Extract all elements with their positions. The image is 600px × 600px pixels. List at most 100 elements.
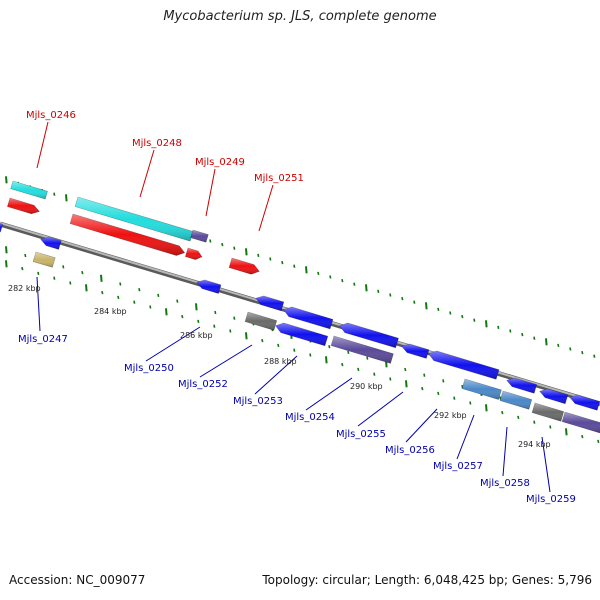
major-tick	[65, 194, 68, 202]
gene-label-reverse[interactable]: Mjls_0255	[336, 429, 386, 440]
gene-feature-cog[interactable]	[461, 378, 502, 400]
minor-tick	[509, 329, 512, 333]
major-tick	[405, 380, 408, 388]
gene-label-reverse[interactable]: Mjls_0254	[285, 412, 335, 423]
label-leaders	[36, 121, 551, 493]
minor-tick	[389, 293, 392, 297]
gene-feature-reverse[interactable]	[339, 322, 399, 349]
major-tick	[245, 332, 248, 340]
leader-line	[36, 121, 49, 169]
minor-tick	[293, 348, 296, 352]
minor-tick	[437, 307, 440, 312]
major-tick	[325, 356, 328, 364]
gene-feature-reverse[interactable]	[0, 223, 4, 233]
leader-line	[258, 184, 274, 232]
gene-label-forward[interactable]: Mjls_0249	[195, 157, 245, 168]
minor-tick	[281, 260, 284, 265]
gene-feature-forward[interactable]	[7, 197, 40, 215]
major-tick	[100, 274, 103, 282]
gene-label-reverse[interactable]: Mjls_0258	[480, 478, 530, 489]
gene-label-forward[interactable]: Mjls_0251	[254, 173, 304, 184]
minor-tick	[133, 300, 136, 304]
minor-tick	[377, 289, 380, 294]
gene-feature-reverse[interactable]	[196, 279, 222, 294]
gene-feature-cog[interactable]	[10, 180, 48, 200]
gene-feature-reverse[interactable]	[539, 388, 569, 405]
major-tick	[425, 302, 428, 310]
gene-label-reverse[interactable]: Mjls_0259	[526, 494, 576, 505]
gene-feature-cog[interactable]	[74, 196, 194, 242]
gene-feature-reverse[interactable]	[275, 322, 329, 347]
major-tick	[545, 338, 548, 346]
leader-line	[541, 436, 551, 493]
minor-tick	[233, 316, 236, 320]
minor-tick	[214, 310, 217, 315]
minor-tick	[277, 343, 280, 348]
major-tick	[5, 176, 8, 184]
gene-feature-reverse[interactable]	[283, 306, 334, 330]
gene-feature-cog[interactable]	[561, 411, 600, 434]
gene-feature-cog[interactable]	[531, 402, 565, 422]
gene-feature-reverse[interactable]	[428, 350, 500, 380]
minor-tick	[389, 377, 392, 381]
minor-tick	[119, 282, 122, 286]
minor-tick	[423, 373, 426, 377]
gene-feature-cog[interactable]	[330, 335, 394, 364]
gene-label-forward[interactable]: Mjls_0246	[26, 110, 76, 121]
gene-features	[0, 180, 600, 434]
minor-tick	[497, 325, 500, 330]
minor-tick	[293, 264, 296, 268]
minor-tick	[437, 391, 440, 396]
kbp-label: 290 kbp	[350, 382, 383, 391]
minor-tick	[517, 415, 520, 420]
minor-tick	[69, 281, 72, 285]
gene-feature-cog[interactable]	[32, 251, 56, 268]
major-tick	[565, 428, 568, 436]
gene-label-reverse[interactable]: Mjls_0247	[18, 334, 68, 345]
major-tick	[305, 266, 308, 274]
minor-tick	[521, 332, 524, 337]
minor-tick	[328, 345, 331, 349]
gene-feature-reverse[interactable]	[40, 236, 62, 250]
forward-gene-labels: Mjls_0246 Mjls_0248 Mjls_0249 Mjls_0251	[26, 110, 304, 184]
gene-label-reverse[interactable]: Mjls_0257	[433, 461, 483, 472]
minor-tick	[461, 314, 464, 319]
minor-tick	[81, 270, 84, 275]
leader-line	[502, 426, 508, 477]
gene-label-reverse[interactable]: Mjls_0252	[178, 379, 228, 390]
minor-tick	[329, 275, 332, 279]
minor-tick	[229, 329, 232, 333]
minor-tick	[341, 278, 344, 283]
kbp-label: 294 kbp	[518, 440, 551, 449]
minor-tick	[213, 324, 216, 328]
minor-tick	[442, 379, 445, 383]
leader-line	[357, 391, 404, 427]
gene-label-reverse[interactable]: Mjls_0253	[233, 396, 283, 407]
gene-feature-cog[interactable]	[499, 390, 533, 410]
minor-tick	[233, 246, 236, 250]
minor-tick	[569, 347, 572, 351]
minor-tick	[557, 343, 560, 348]
leader-line	[145, 326, 201, 362]
gene-feature-cog[interactable]	[244, 311, 278, 331]
gene-feature-reverse[interactable]	[255, 295, 285, 312]
gene-feature-forward[interactable]	[185, 247, 203, 260]
minor-tick	[347, 350, 350, 355]
gene-label-forward[interactable]: Mjls_0248	[132, 138, 182, 149]
minor-tick	[501, 410, 504, 415]
minor-tick	[549, 425, 552, 429]
gene-feature-forward[interactable]	[69, 213, 186, 256]
kbp-label: 286 kbp	[180, 331, 213, 340]
minor-tick	[469, 401, 472, 405]
gene-feature-forward[interactable]	[228, 257, 260, 275]
gene-feature-reverse[interactable]	[506, 377, 538, 394]
gene-label-reverse[interactable]: Mjls_0256	[385, 445, 435, 456]
gene-feature-reverse[interactable]	[569, 394, 600, 411]
minor-tick	[404, 367, 407, 372]
minor-tick	[499, 396, 502, 400]
gene-label-reverse[interactable]: Mjls_0250	[124, 363, 174, 374]
gene-feature-cog[interactable]	[190, 229, 209, 243]
gene-feature-reverse[interactable]	[401, 343, 430, 359]
minor-tick	[593, 354, 596, 358]
kbp-label: 282 kbp	[8, 284, 41, 293]
